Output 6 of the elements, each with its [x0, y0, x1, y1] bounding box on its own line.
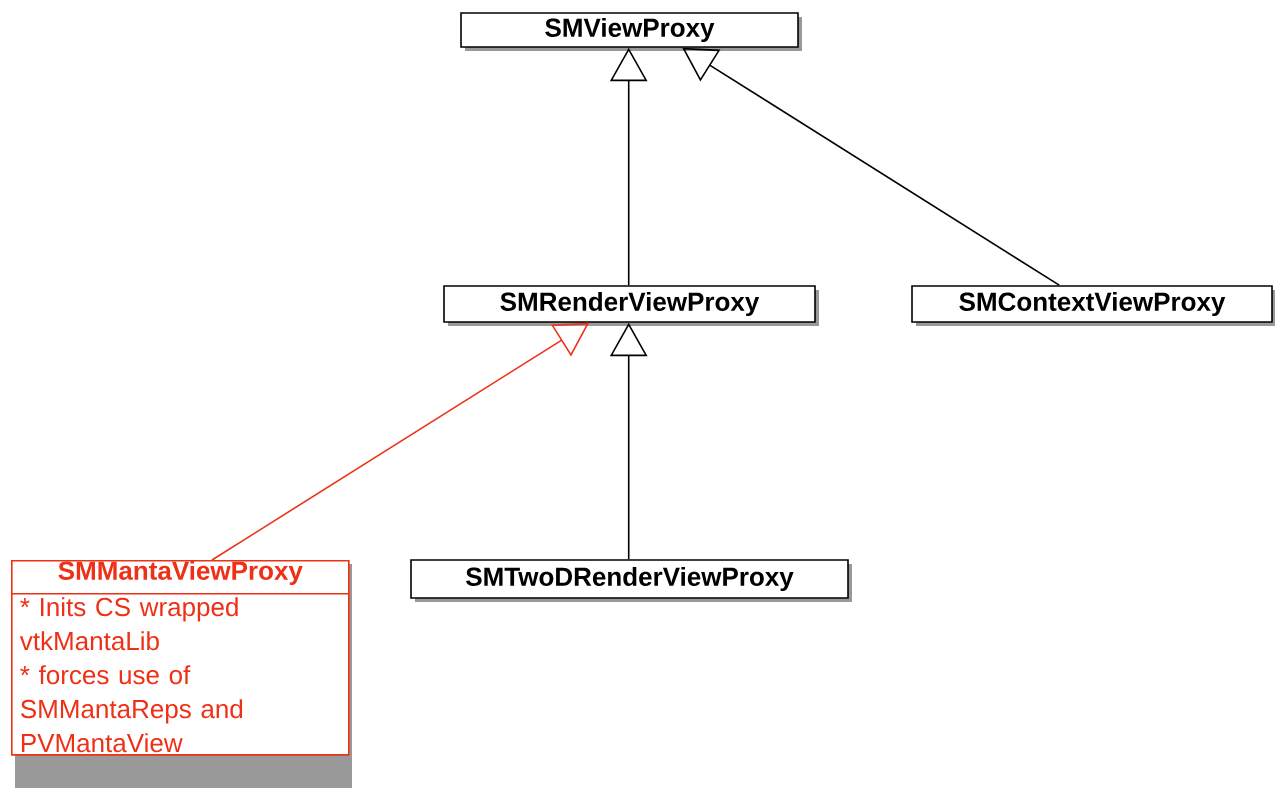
class-box: SMMantaViewProxy * Inits CS wrapped vtkMantaLib * forces use of SMMantaReps and PVMantaView: [11, 560, 352, 788]
class-box: SMTwoDRenderViewProxy: [410, 559, 852, 602]
class-box: SMContextViewProxy: [911, 285, 1275, 326]
class-box: SMRenderViewProxy: [443, 285, 819, 326]
class-box: SMViewProxy: [460, 12, 802, 51]
inheritance-arrow: [682, 47, 1060, 286]
